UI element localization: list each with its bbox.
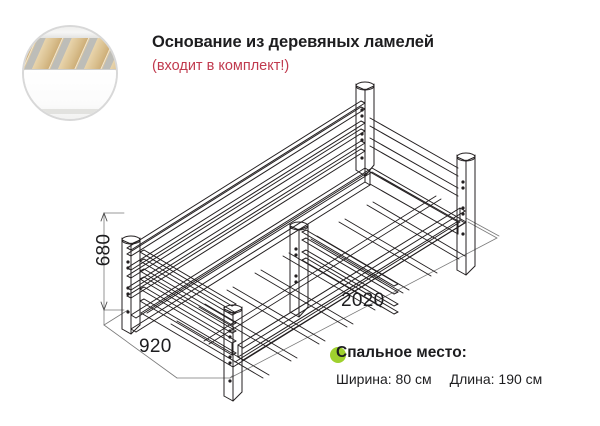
- spec-title: Спальное место:: [336, 344, 467, 361]
- sleeping-place-spec: Спальное место: Ширина: 80 см Длина: 190 …: [330, 344, 592, 387]
- photo-frame-top-rail: [24, 27, 116, 40]
- green-bullet-icon: [330, 347, 346, 363]
- photo-front-edge: [24, 109, 116, 114]
- spec-width-label: Ширина: 80 см: [336, 371, 432, 387]
- headline-subtitle: (входит в комплект!): [152, 58, 290, 74]
- dimension-label-width: 920: [139, 336, 172, 357]
- photo-content: [24, 27, 116, 119]
- dimension-label-height: 680: [93, 233, 115, 267]
- wooden-slats-photo: [22, 25, 118, 121]
- dimension-label-length: 2020: [341, 290, 385, 311]
- spec-length-label: Длина: 190 см: [449, 371, 543, 387]
- spec-values: Ширина: 80 см Длина: 190 см: [336, 371, 542, 387]
- spec-title-row: Спальное место:: [330, 344, 592, 368]
- headline-title: Основание из деревяных ламелей: [152, 33, 434, 51]
- photo-slat-band: [24, 38, 116, 71]
